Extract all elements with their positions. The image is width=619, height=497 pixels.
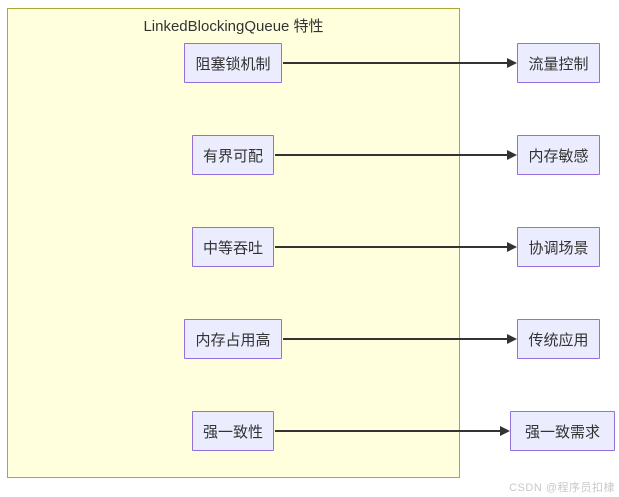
node-strong-consistency-requirement: 强一致需求 bbox=[510, 411, 615, 451]
arrow-row-4 bbox=[283, 334, 517, 344]
node-high-memory-usage: 内存占用高 bbox=[184, 319, 282, 359]
arrow-row-5 bbox=[275, 426, 510, 436]
arrow-row-2 bbox=[275, 150, 517, 160]
arrow-row-3 bbox=[275, 242, 517, 252]
node-traditional-application: 传统应用 bbox=[517, 319, 600, 359]
watermark: CSDN @程序员扣棣 bbox=[509, 482, 615, 494]
node-coordination-scenario: 协调场景 bbox=[517, 227, 600, 267]
node-bounded-configurable: 有界可配 bbox=[192, 135, 274, 175]
node-medium-throughput: 中等吞吐 bbox=[192, 227, 274, 267]
node-strong-consistency: 强一致性 bbox=[192, 411, 274, 451]
node-blocking-lock-mechanism: 阻塞锁机制 bbox=[184, 43, 282, 83]
arrow-row-1 bbox=[283, 58, 517, 68]
node-memory-sensitive: 内存敏感 bbox=[517, 135, 600, 175]
cluster-title: LinkedBlockingQueue 特性 bbox=[143, 18, 324, 35]
node-flow-control: 流量控制 bbox=[517, 43, 600, 83]
